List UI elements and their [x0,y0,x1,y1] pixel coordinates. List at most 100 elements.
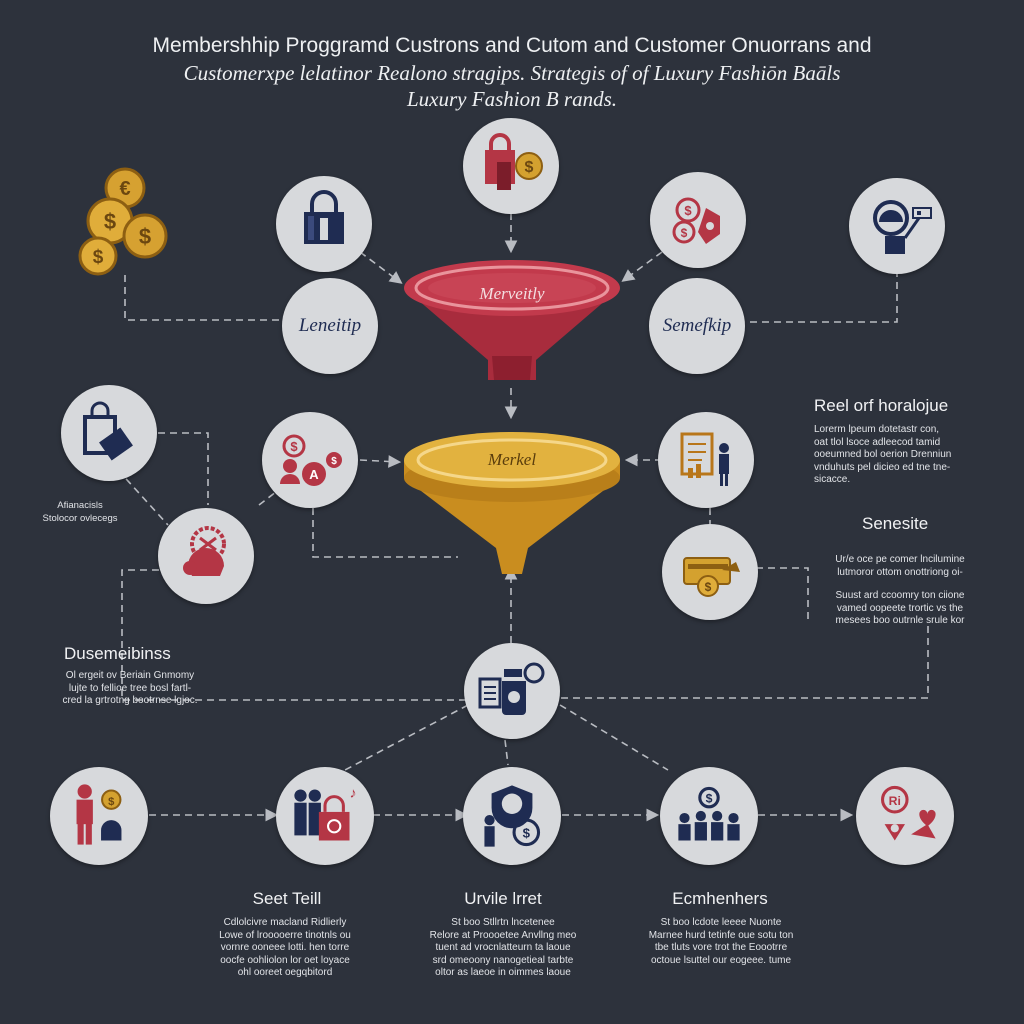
right-mid-text-2: Suust ard ccoomry ton ciione vamed oopee… [812,590,988,628]
right-top-line: vnduhuts pel dicieo ed tne tne- [814,461,951,473]
engagement-heart-icon: Ri [881,785,936,841]
left-small-caption: Afianacisls Stolocor ovlecegs [20,500,140,525]
svg-text:$: $ [290,439,298,454]
coins-cluster: € $ $ $ [70,166,170,276]
node-engagement[interactable]: Ri [856,767,954,865]
advisor-screen-icon [873,200,932,254]
svg-text:$: $ [525,159,534,176]
badge-tools-icon [183,526,226,576]
person-coin-icon: $ [76,784,122,845]
node-leneitip[interactable]: Leneitip [282,278,378,374]
right-mid-line: lutmoror ottom onottriong oi- [837,566,963,578]
node-data-hub[interactable] [464,643,560,739]
couple-bag-icon: ♪ [294,786,357,841]
right-top-line: Lorerm lpeum dotetastr con, [814,424,940,435]
node-shield[interactable]: $ [463,767,561,865]
left-mid-line: Ol ergeit ov Beriain Gnmomy [65,670,195,681]
bottom-1-line: vornre ooneee lotti. hen torre [220,942,350,953]
loyalty-card-icon: $ [683,557,740,597]
node-currency[interactable]: $ A $ [262,412,358,508]
left-mid-heading: Dusemeibinss [64,644,171,663]
node-label-right: Semefkip [662,315,732,336]
svg-text:$: $ [681,226,688,240]
red-funnel-shape [404,260,620,380]
bottom-heading-3: Ecmhenhers [672,889,768,908]
node-card[interactable]: $ [662,524,758,620]
gold-funnel-shape [404,432,620,574]
left-small-line-2: Stolocor ovlecegs [42,512,118,524]
svg-text:$: $ [108,796,115,808]
right-mid-heading: Senesite [862,514,929,533]
left-mid-line: lujte to fellioe tree bosl fartl- [68,682,192,694]
title-line-3: Luxury Fashion B rands. [407,87,617,111]
page-title: Membershhip Proggramd Custrons and Cutom… [0,32,1024,112]
svg-text:$: $ [684,203,692,218]
funnel-bottom: Merkel [400,416,624,576]
node-team[interactable]: $ [660,767,758,865]
bottom-2-line: srd omeoony nanogetieal tarbte [432,954,574,966]
bottom-2-line: oltor as laeoe in oimmes laoue [435,967,571,978]
right-top-line: sicacce. [814,474,851,485]
node-advisor[interactable] [849,178,945,274]
bottom-3-line: octoue lsuttel our eogeee. tume [650,954,792,966]
shopping-bag-icon [304,190,344,244]
svg-text:$: $ [523,825,531,840]
svg-text:$: $ [93,247,104,268]
gift-bag-icon [83,401,133,461]
right-top-text: Lorerm lpeum dotetastr con, oat tlol lso… [814,424,1014,487]
title-line-2: Customerxpe lelatinor Realono stragips. … [183,61,841,85]
bottom-2-line: St boo Stllrtn lncetenee [451,917,555,928]
funnel-top: Merveitly [400,248,624,388]
left-mid-text: Ol ergeit ov Beriain Gnmomy lujte to fel… [20,670,240,708]
bottom-3-line: tbe tluts vore trot the Eoootrre [654,942,788,953]
bottom-1-line: oocfe oohliolon lor oet loyace [220,954,350,966]
svg-text:$: $ [705,580,712,594]
right-mid-line: Suust ard ccoomry ton ciione [835,590,965,601]
bottom-3-line: Marnee hurd tetinfe oue sotu ton [648,929,794,941]
bottom-heading-2: Urvile lrret [464,889,542,908]
reward-badge-icon: $ $ [672,197,720,244]
right-top-line: ooeumned bol oerion Drenniun [814,449,952,460]
svg-text:$: $ [139,224,151,249]
node-badge-tools[interactable] [158,508,254,604]
purchase-bag-coin-icon: $ [485,133,543,190]
node-semefkip[interactable]: Semefkip [649,278,745,374]
node-document[interactable] [658,412,754,508]
left-mid-line: cred la grtrotng bootrnse lgjoc. [62,695,198,706]
coin-stack-icon: € $ $ $ [78,167,168,276]
right-top-line: oat tlol lsoce adleecod tamid [814,436,941,448]
node-couple-bag[interactable]: ♪ [276,767,374,865]
bottom-1-line: Lowe of lrooooerre tinotnls ou [219,929,351,941]
node-rewards[interactable]: $ $ [650,172,746,268]
funnel-bottom-label: Merkel [487,450,537,469]
bottom-text-2: St boo Stllrtn lncetenee Relore at Prooo… [404,917,602,980]
team-coin-icon: $ [678,786,740,841]
node-gift-bag[interactable] [61,385,157,481]
node-person-coin[interactable]: $ [50,767,148,865]
bottom-text-1: Cdlolcivre macland Ridlierly Lowe of lro… [190,917,380,980]
bottom-2-line: Relore at Proooetee Anvllng meo [429,929,577,941]
svg-text:Ri: Ri [889,794,901,808]
svg-text:$: $ [104,209,116,234]
bottom-1-line: Cdlolcivre macland Ridlierly [223,917,347,928]
title-line-1: Membershhip Proggramd Custrons and Cutom… [152,34,872,57]
bottom-text-3: St boo lcdote leeee Nuonte Marnee hurd t… [618,917,824,967]
node-purchase[interactable]: $ [463,118,559,214]
node-label-left: Leneitip [298,315,362,336]
document-person-icon [680,432,729,486]
bottom-3-line: St boo lcdote leeee Nuonte [660,917,782,928]
right-mid-text: Ur/e oce pe comer lncilumine lutmoror ot… [812,554,988,579]
svg-text:♪: ♪ [350,786,357,802]
svg-text:€: € [119,178,130,200]
bottom-1-line: ohl ooreet oegqbitord [237,967,333,978]
svg-text:$: $ [706,792,713,806]
right-mid-line: Ur/e oce pe comer lncilumine [835,554,965,565]
funnel-top-label: Merveitly [479,284,545,303]
currency-person-icon: $ A $ [280,434,342,486]
right-top-heading: Reel orf horalojue [814,396,949,415]
node-shopping-bag[interactable] [276,176,372,272]
bottom-heading-1: Seet Teill [252,889,322,908]
svg-text:A: A [309,467,319,482]
right-mid-line: mesees boo outrnle srule kor [835,615,965,626]
